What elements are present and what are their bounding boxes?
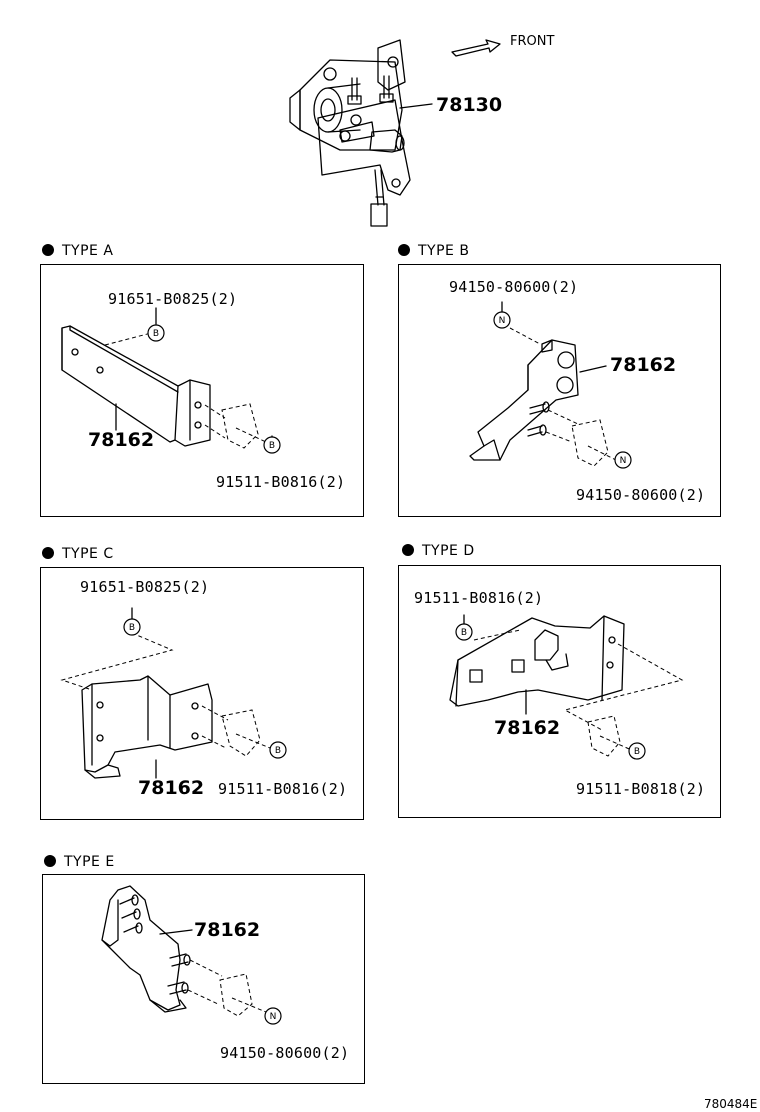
type-d-callout-b-lower: B <box>628 742 646 760</box>
bullet-dot-icon <box>402 544 414 556</box>
type-a-part-lower: 91511-B0816(2) <box>216 473 346 491</box>
type-a-callout-b-upper: B <box>147 324 165 342</box>
type-c-part-lower: 91511-B0816(2) <box>218 780 348 798</box>
type-d-part-lower: 91511-B0818(2) <box>576 780 706 798</box>
type-d-bracket-number: 78162 <box>494 717 561 739</box>
type-c-bracket-number: 78162 <box>138 777 205 799</box>
type-a-frame <box>40 264 364 517</box>
type-e-frame <box>42 874 365 1084</box>
bullet-dot-icon <box>398 244 410 256</box>
type-a-title: TYPE A <box>42 243 113 259</box>
main-part-number: 78130 <box>436 94 503 116</box>
svg-text:B: B <box>153 329 159 339</box>
type-c-frame <box>40 567 364 820</box>
diagram-code: 780484E <box>704 1097 758 1111</box>
type-e-part-lower: 94150-80600(2) <box>220 1044 350 1062</box>
type-b-callout-n-lower: N <box>614 451 632 469</box>
type-b-part-upper: 94150-80600(2) <box>449 278 579 296</box>
type-e-drawing <box>101 885 267 1017</box>
type-d-frame <box>398 565 721 818</box>
svg-text:B: B <box>461 628 467 638</box>
type-c-callout-b-upper: B <box>123 618 141 636</box>
type-a-callout-b-lower: B <box>263 436 281 454</box>
type-c-drawing <box>60 607 271 779</box>
svg-text:B: B <box>269 441 275 451</box>
bullet-dot-icon <box>42 547 54 559</box>
front-label: FRONT <box>510 34 555 49</box>
type-d-part-upper: 91511-B0816(2) <box>414 589 544 607</box>
type-c-callout-b-lower: B <box>269 741 287 759</box>
type-b-drawing <box>469 301 617 467</box>
type-b-frame <box>398 264 721 517</box>
svg-text:N: N <box>620 456 627 466</box>
type-d-drawing <box>449 614 684 757</box>
front-arrow <box>451 39 501 57</box>
type-d-callout-b-upper: B <box>455 623 473 641</box>
type-e-bracket-number: 78162 <box>194 919 261 941</box>
svg-text:N: N <box>499 316 506 326</box>
svg-text:B: B <box>129 623 135 633</box>
svg-text:N: N <box>270 1012 277 1022</box>
type-b-bracket-number: 78162 <box>610 354 677 376</box>
bullet-dot-icon <box>42 244 54 256</box>
pedal-assembly-drawing <box>289 39 433 227</box>
svg-text:B: B <box>275 746 281 756</box>
bullet-dot-icon <box>44 855 56 867</box>
type-d-title: TYPE D <box>402 543 475 559</box>
type-e-callout-n: N <box>264 1007 282 1025</box>
type-b-part-lower: 94150-80600(2) <box>576 486 706 504</box>
type-c-title: TYPE C <box>42 546 114 562</box>
type-c-part-upper: 91651-B0825(2) <box>80 578 210 596</box>
svg-text:B: B <box>634 747 640 757</box>
type-e-title: TYPE E <box>44 854 115 870</box>
type-a-part-upper: 91651-B0825(2) <box>108 290 238 308</box>
type-a-bracket-number: 78162 <box>88 429 155 451</box>
type-b-title: TYPE B <box>398 243 469 259</box>
type-b-callout-n-upper: N <box>493 311 511 329</box>
